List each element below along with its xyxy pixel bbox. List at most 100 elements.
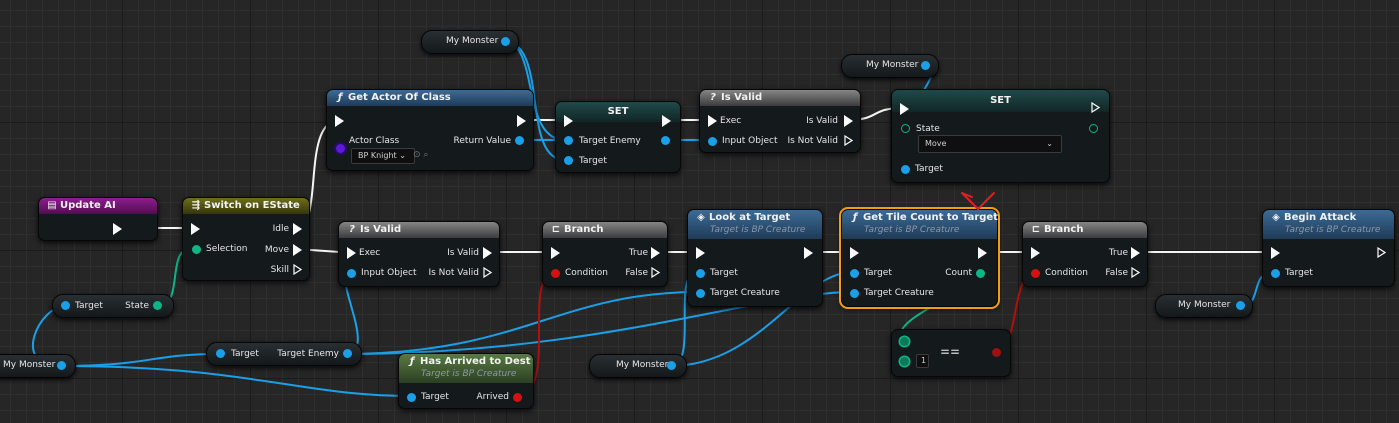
object-output-pin[interactable] — [343, 349, 352, 358]
my-monster-getter[interactable]: My Monster — [0, 354, 76, 378]
exec-input-pin[interactable] — [696, 247, 705, 259]
update-ai-event-node[interactable]: ▤Update AI — [38, 197, 158, 241]
target-input-pin[interactable] — [1271, 269, 1280, 278]
exec-output-pin[interactable] — [483, 247, 492, 259]
branch-node[interactable]: ⊏Branch True Condition False — [542, 221, 668, 287]
exec-input-pin[interactable] — [347, 247, 356, 259]
exec-output-pin[interactable] — [293, 264, 302, 275]
exec-input-pin[interactable] — [551, 247, 560, 259]
object-output-pin[interactable] — [515, 136, 524, 145]
node-header: ⇶Switch on EState — [183, 198, 309, 214]
exec-output-pin[interactable] — [844, 135, 853, 146]
actor-class-dropdown[interactable]: BP Knight ⌄ — [351, 148, 415, 164]
exec-input-pin[interactable] — [1271, 247, 1280, 259]
target-input-pin[interactable] — [61, 301, 70, 310]
target-input-pin[interactable] — [564, 156, 573, 165]
exec-input-pin[interactable] — [335, 115, 344, 127]
idle-label: Idle — [272, 224, 289, 234]
target-input-pin[interactable] — [696, 269, 705, 278]
exec-label: Exec — [720, 116, 742, 126]
switch-icon: ⇶ — [191, 200, 201, 211]
target-label: Target — [231, 349, 259, 359]
object-input-pin[interactable] — [696, 289, 705, 298]
object-input-pin[interactable] — [564, 136, 573, 145]
bool-output-pin[interactable] — [513, 393, 522, 402]
state-dropdown[interactable]: Move⌄ — [918, 135, 1062, 153]
enum-output-pin[interactable] — [153, 301, 162, 310]
exec-output-pin[interactable] — [1377, 247, 1386, 258]
object-output-pin[interactable] — [1236, 301, 1245, 310]
int-input-pin[interactable] — [900, 337, 909, 346]
bool-input-pin[interactable] — [551, 269, 560, 278]
target-input-pin[interactable] — [850, 269, 859, 278]
exec-input-pin[interactable] — [708, 115, 717, 127]
object-output-pin[interactable] — [57, 361, 66, 370]
close-icon[interactable] — [958, 189, 1002, 213]
exec-output-pin[interactable] — [293, 244, 302, 256]
exec-output-pin[interactable] — [1131, 267, 1140, 278]
target-input-pin[interactable] — [407, 393, 416, 402]
enum-input-pin[interactable] — [192, 245, 201, 254]
int-output-pin[interactable] — [976, 269, 985, 278]
exec-input-pin[interactable] — [900, 103, 909, 115]
exec-input-pin[interactable] — [564, 115, 573, 127]
exec-output-pin[interactable] — [1091, 102, 1100, 113]
bool-output-pin[interactable] — [992, 348, 1001, 357]
get-target-enemy-node[interactable]: Target Target Enemy — [206, 342, 362, 366]
node-header: SET — [556, 102, 680, 122]
int-input-pin[interactable] — [900, 357, 909, 366]
exec-output-pin[interactable] — [978, 247, 987, 259]
exec-output-pin[interactable] — [804, 247, 813, 259]
function-icon: ◈ — [1272, 212, 1280, 223]
exec-output-pin[interactable] — [844, 115, 853, 127]
exec-output-pin[interactable] — [651, 247, 660, 259]
target-input-pin[interactable] — [901, 165, 910, 174]
is-valid-node[interactable]: ?Is Valid Exec Is Valid Input Object Is … — [699, 89, 861, 153]
exec-output-pin[interactable] — [662, 115, 671, 127]
class-input-pin[interactable] — [336, 144, 345, 153]
object-output-pin[interactable] — [501, 37, 510, 46]
bool-input-pin[interactable] — [1031, 269, 1040, 278]
exec-output-pin[interactable] — [517, 115, 526, 127]
target-input-pin[interactable] — [216, 349, 225, 358]
target-enemy-label: Target Enemy — [277, 349, 339, 359]
my-monster-getter[interactable]: My Monster — [421, 30, 519, 54]
exec-output-pin[interactable] — [483, 267, 492, 278]
exec-input-pin[interactable] — [850, 247, 859, 259]
node-header: ⊏Branch — [1023, 222, 1147, 238]
enum-output-pin[interactable] — [1089, 124, 1098, 133]
exec-input-pin[interactable] — [191, 223, 200, 235]
function-icon: ◈ — [697, 212, 705, 223]
get-state-node[interactable]: Target State — [52, 294, 174, 318]
int-value-box[interactable]: 1 — [916, 354, 929, 368]
object-input-pin[interactable] — [708, 137, 717, 146]
exec-output-pin[interactable] — [651, 267, 660, 278]
switch-on-estate-node[interactable]: ⇶Switch on EState Idle Selection Move Sk… — [182, 197, 310, 281]
exec-input-pin[interactable] — [1031, 247, 1040, 259]
exec-output-pin[interactable] — [1131, 247, 1140, 259]
is-valid-node[interactable]: ?Is Valid Exec Is Valid Input Object Is … — [338, 221, 500, 287]
exec-output-pin[interactable] — [293, 223, 302, 235]
exec-label: Exec — [359, 248, 381, 258]
exec-output-pin[interactable] — [113, 223, 122, 235]
object-output-pin[interactable] — [661, 136, 670, 145]
my-monster-getter[interactable]: My Monster — [1155, 294, 1253, 318]
branch-node[interactable]: ⊏Branch True Condition False — [1022, 221, 1148, 287]
set-target-enemy-node[interactable]: SET Target Enemy Target — [555, 101, 681, 173]
enum-input-pin[interactable] — [901, 124, 910, 133]
set-state-node[interactable]: SET State Move⌄ Target — [891, 89, 1110, 183]
object-output-pin[interactable] — [921, 61, 930, 70]
search-icon[interactable]: ⊙ ⌕ — [413, 150, 429, 160]
my-monster-getter[interactable]: My Monster — [589, 354, 687, 378]
equal-node[interactable]: 1 == — [891, 329, 1011, 377]
object-input-pin[interactable] — [850, 289, 859, 298]
object-input-pin[interactable] — [347, 269, 356, 278]
my-monster-getter[interactable]: My Monster — [841, 54, 939, 78]
condition-label: Condition — [1045, 268, 1088, 278]
object-output-pin[interactable] — [667, 361, 676, 370]
